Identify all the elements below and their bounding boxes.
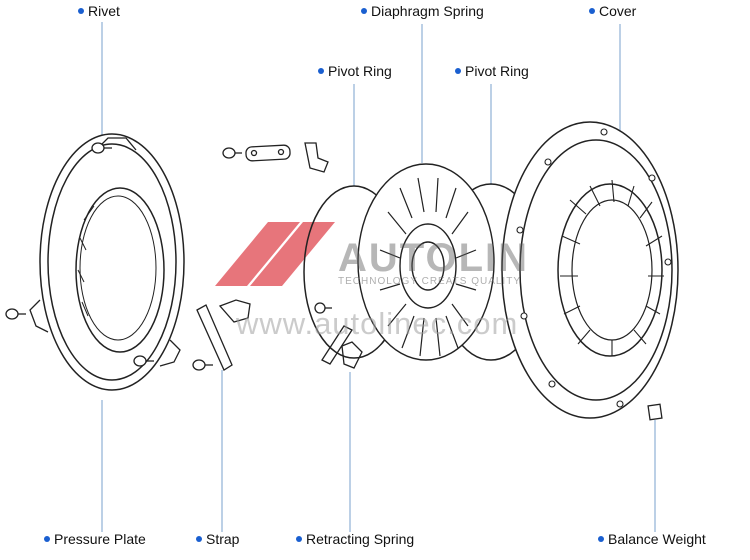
label-strap: Strap xyxy=(196,531,239,547)
label-rivet: Rivet xyxy=(78,3,120,19)
label-diaphragm-spring-text: Diaphragm Spring xyxy=(371,3,484,19)
watermark-stripes xyxy=(215,222,335,286)
bullet-dot-icon xyxy=(455,68,461,74)
label-retracting-spring: Retracting Spring xyxy=(296,531,414,547)
label-cover-text: Cover xyxy=(599,3,637,19)
watermark-logo: AUTOLIN xyxy=(338,236,530,280)
pressure-plate-drawing xyxy=(29,133,185,391)
label-balance-weight: Balance Weight xyxy=(598,531,706,547)
retracting-spring-drawing xyxy=(321,325,363,369)
leader-lines xyxy=(101,22,656,532)
watermark-url: www.autolinec.com xyxy=(236,306,519,341)
label-pivot-ring-right: Pivot Ring xyxy=(455,63,529,79)
label-pivot-ring-left: Pivot Ring xyxy=(318,63,392,79)
label-pressure-plate-text: Pressure Plate xyxy=(54,531,146,547)
label-retracting-spring-text: Retracting Spring xyxy=(306,531,415,547)
bullet-dot-icon xyxy=(78,8,84,14)
bullet-dot-icon xyxy=(44,536,50,542)
label-strap-text: Strap xyxy=(206,531,240,547)
label-pivot-ring-left-text: Pivot Ring xyxy=(328,63,392,79)
cover-drawing xyxy=(501,121,679,419)
label-diaphragm-spring: Diaphragm Spring xyxy=(361,3,484,19)
label-pivot-ring-right-text: Pivot Ring xyxy=(465,63,529,79)
label-balance-weight-text: Balance Weight xyxy=(608,531,706,547)
label-pressure-plate: Pressure Plate xyxy=(44,531,146,547)
bullet-dot-icon xyxy=(296,536,302,542)
bullet-dot-icon xyxy=(598,536,604,542)
label-rivet-text: Rivet xyxy=(88,3,120,19)
bullet-dot-icon xyxy=(361,8,367,14)
rivet-bolts xyxy=(5,142,332,371)
bullet-dot-icon xyxy=(318,68,324,74)
watermark-tagline: TECHNOLOGY CREATS QUALITY xyxy=(338,276,521,287)
strap-drawing xyxy=(196,142,329,371)
balance-weight-drawing xyxy=(647,403,663,421)
label-cover: Cover xyxy=(589,3,636,19)
diaphragm-spring-drawing xyxy=(357,163,495,361)
bullet-dot-icon xyxy=(196,536,202,542)
bullet-dot-icon xyxy=(589,8,595,14)
